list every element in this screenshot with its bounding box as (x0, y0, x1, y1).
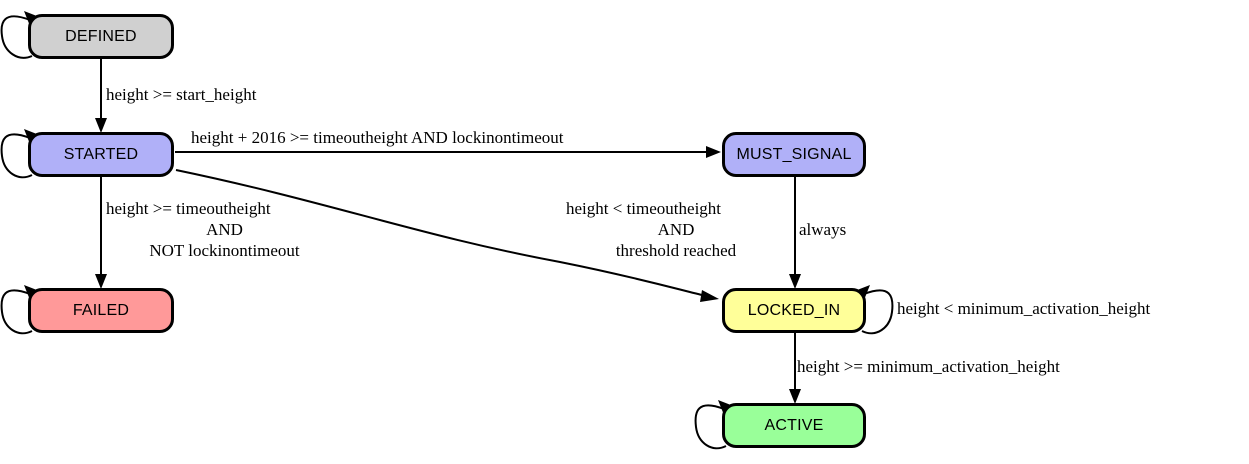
state-label-must-signal: MUST_SIGNAL (736, 145, 852, 163)
edge-label-locked-in-self-loop: height < minimum_activation_height (897, 299, 1151, 318)
edge-started-to-locked-in (175, 169, 719, 302)
edge-label-started-to-failed-line3: NOT lockinontimeout (149, 241, 300, 260)
state-node-defined[interactable]: DEFINED (28, 14, 174, 59)
state-node-started[interactable]: STARTED (28, 132, 174, 177)
state-label-failed: FAILED (72, 301, 130, 319)
edge-started-to-failed (95, 177, 107, 289)
edge-label-started-to-failed-line2: AND (206, 220, 243, 239)
edge-label-must-signal-to-locked-in: always (799, 220, 847, 239)
state-label-active: ACTIVE (764, 416, 824, 434)
state-node-active[interactable]: ACTIVE (722, 403, 866, 448)
state-node-failed[interactable]: FAILED (28, 288, 174, 333)
state-node-must-signal[interactable]: MUST_SIGNAL (722, 132, 866, 177)
edge-label-started-to-must-signal: height + 2016 >= timeoutheight AND locki… (191, 128, 564, 147)
edge-label-started-to-locked-in-line1: height < timeoutheight (566, 199, 722, 218)
state-label-defined: DEFINED (65, 27, 137, 45)
state-label-started: STARTED (63, 145, 139, 163)
edge-label-started-to-failed-line1: height >= timeoutheight (106, 199, 271, 218)
state-node-locked-in[interactable]: LOCKED_IN (722, 288, 866, 333)
edge-label-defined-to-started: height >= start_height (106, 85, 257, 104)
edge-defined-to-started (95, 59, 107, 133)
edge-label-started-to-locked-in-line2: AND (657, 220, 695, 239)
state-label-locked-in: LOCKED_IN (747, 301, 841, 319)
edge-label-started-to-locked-in-line3: threshold reached (615, 241, 737, 260)
edge-must-signal-to-locked-in (789, 177, 801, 289)
edge-locked-in-to-active (789, 333, 801, 404)
edge-started-to-must-signal (175, 146, 721, 158)
edge-label-locked-in-to-active: height >= minimum_activation_height (797, 357, 1060, 376)
